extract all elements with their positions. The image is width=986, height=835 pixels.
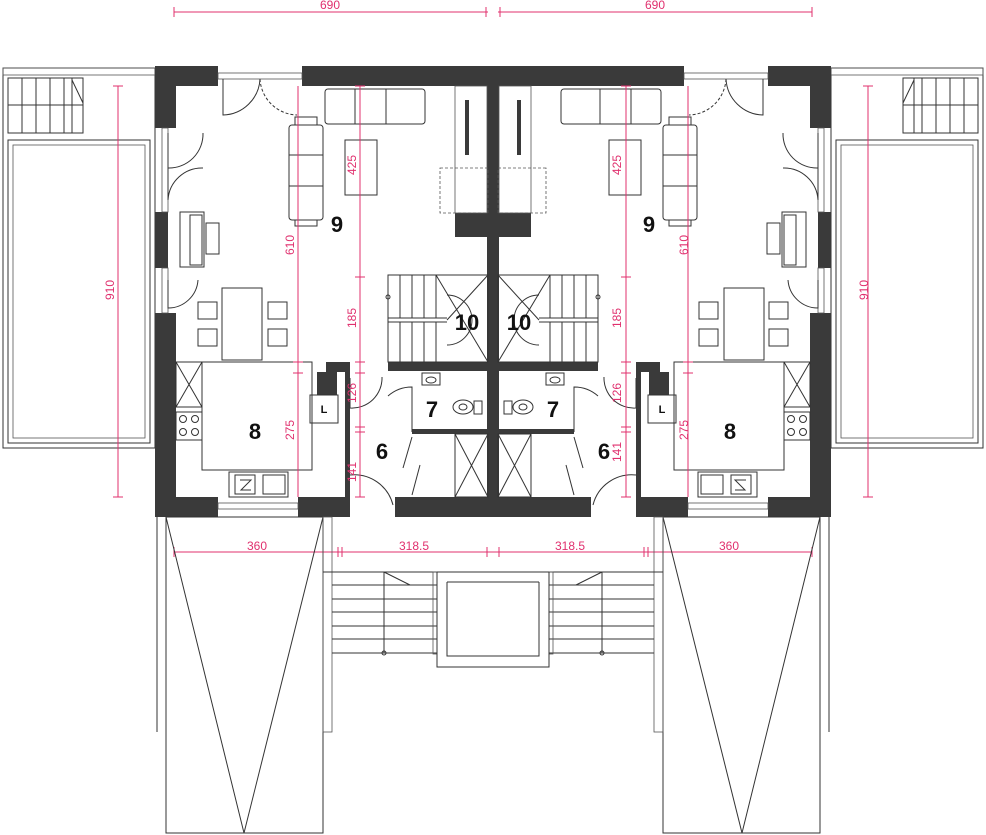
- dim-wc-right: 126: [610, 383, 624, 403]
- dim-living-left: 610: [283, 235, 297, 255]
- dim-inner-left: 425: [345, 155, 359, 175]
- room-kitchen-right: 8: [724, 419, 736, 444]
- dim-carport-left: 360: [247, 539, 267, 553]
- dim-top-left: 690: [320, 0, 340, 12]
- dim-wc-left: 126: [345, 383, 359, 403]
- room-living-right: 9: [643, 212, 655, 237]
- dim-living-right: 610: [677, 235, 691, 255]
- room-wc-left: 7: [426, 397, 438, 422]
- dim-hall-left: 141: [345, 462, 359, 482]
- dim-entry-left: 318.5: [399, 539, 429, 553]
- room-stairs-right: 10: [507, 310, 531, 335]
- dim-entry-right: 318.5: [555, 539, 585, 553]
- dim-hall-right: 141: [610, 442, 624, 462]
- fridge-label-left: L: [321, 404, 328, 416]
- dim-depth-right: 910: [857, 280, 871, 300]
- dim-inner-right: 425: [610, 155, 624, 175]
- dim-kitchen-right: 275: [677, 420, 691, 440]
- dim-top-right: 690: [645, 0, 665, 12]
- dim-kitchen-left: 275: [283, 420, 297, 440]
- dim-stair-left: 185: [345, 308, 359, 328]
- room-hall-right: 6: [598, 439, 610, 464]
- dim-carport-right: 360: [719, 539, 739, 553]
- room-hall-left: 6: [376, 439, 388, 464]
- room-stairs-left: 10: [455, 310, 479, 335]
- dim-depth-left: 910: [103, 280, 117, 300]
- room-kitchen-left: 8: [249, 419, 261, 444]
- right-unit: [492, 6, 984, 834]
- room-living-left: 9: [331, 212, 343, 237]
- dim-stair-right: 185: [610, 308, 624, 328]
- room-wc-right: 7: [547, 397, 559, 422]
- fridge-label-right: L: [659, 404, 666, 416]
